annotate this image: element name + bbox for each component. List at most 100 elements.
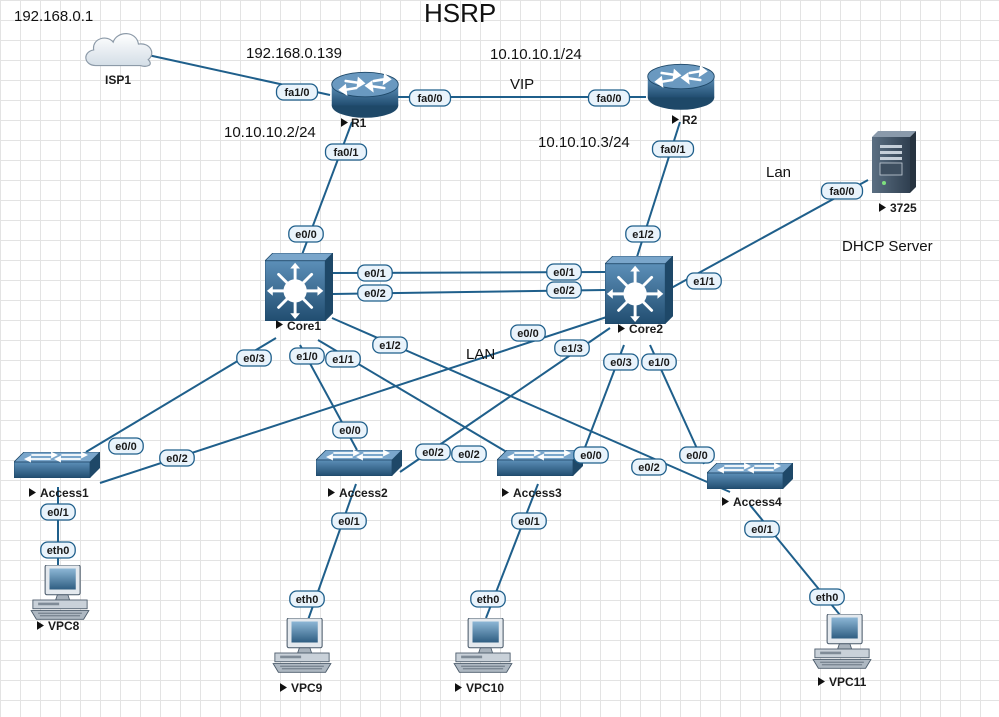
play-arrow-icon bbox=[280, 683, 287, 692]
port-label-core1-access2-access2: e0/0 bbox=[332, 421, 368, 439]
port-label-text: eth0 bbox=[816, 592, 839, 604]
vip-label: VIP bbox=[510, 76, 534, 93]
switch-icon bbox=[316, 450, 402, 476]
port-label-box bbox=[159, 449, 195, 467]
port-label-access2-vpc9-vpc9: eth0 bbox=[289, 590, 325, 608]
port-label-box bbox=[470, 590, 506, 608]
r1-inside-ip-annotation: 10.10.10.2/24 bbox=[224, 124, 316, 141]
diagram-title: HSRP bbox=[424, 0, 496, 28]
port-label-r2-core2-r2: fa0/1 bbox=[651, 140, 695, 158]
port-label-access1-vpc8-access1: e0/1 bbox=[40, 503, 76, 521]
port-label-box bbox=[288, 225, 324, 243]
dhcp-server-label: DHCP Server bbox=[842, 238, 933, 255]
port-label-box bbox=[236, 349, 272, 367]
port-label-text: fa0/1 bbox=[660, 144, 685, 156]
port-label-core2-server-server: fa0/0 bbox=[820, 182, 864, 200]
port-label-core2-access2-core2: e1/3 bbox=[554, 339, 590, 357]
port-label-box bbox=[108, 437, 144, 455]
port-label-box bbox=[40, 503, 76, 521]
port-label-box bbox=[40, 541, 76, 559]
core1-label: Core1 bbox=[287, 319, 321, 333]
port-label-box bbox=[641, 353, 677, 371]
port-label-r1-r2-r2: fa0/0 bbox=[587, 89, 631, 107]
device-vpc11[interactable]: VPC11 bbox=[812, 614, 872, 689]
port-label-box bbox=[651, 140, 695, 158]
port-label-text: fa0/1 bbox=[333, 147, 358, 159]
port-label-core1-access1-core1: e0/3 bbox=[236, 349, 272, 367]
device-access1[interactable]: Access1 bbox=[14, 452, 100, 500]
switch-icon bbox=[707, 463, 793, 489]
device-access2[interactable]: Access2 bbox=[316, 450, 402, 500]
port-label-core-link2-core1: e0/2 bbox=[357, 284, 393, 302]
port-label-text: e0/1 bbox=[553, 267, 574, 279]
device-vpc8[interactable]: VPC8 bbox=[30, 565, 90, 633]
port-label-access4-vpc11-vpc11: eth0 bbox=[809, 588, 845, 606]
port-label-text: e1/1 bbox=[332, 354, 353, 366]
port-label-text: e0/1 bbox=[338, 516, 359, 528]
port-label-core1-access4-access4: e0/2 bbox=[631, 458, 667, 476]
device-r2[interactable]: R2 bbox=[646, 62, 716, 127]
port-label-box bbox=[603, 353, 639, 371]
port-label-text: e0/2 bbox=[638, 462, 659, 474]
port-label-core1-access4-core1: e1/2 bbox=[372, 336, 408, 354]
port-label-text: e1/0 bbox=[296, 351, 317, 363]
cloud-icon bbox=[85, 33, 153, 67]
device-core1[interactable]: Core1 bbox=[265, 253, 333, 333]
device-core2[interactable]: Core2 bbox=[605, 256, 673, 336]
device-vpc10[interactable]: VPC10 bbox=[453, 618, 513, 695]
port-label-text: e0/0 bbox=[580, 450, 601, 462]
device-access3[interactable]: Access3 bbox=[497, 450, 583, 500]
port-label-box bbox=[332, 421, 368, 439]
port-label-core1-access1-access1: e0/0 bbox=[108, 437, 144, 455]
play-arrow-icon bbox=[455, 683, 462, 692]
play-arrow-icon bbox=[328, 488, 335, 497]
port-label-box bbox=[686, 272, 722, 290]
port-label-box bbox=[809, 588, 845, 606]
device-dhcp-server[interactable]: 3725 bbox=[872, 131, 917, 215]
port-label-box bbox=[546, 281, 582, 299]
port-label-box bbox=[408, 89, 452, 107]
port-label-core2-access2-access2: e0/2 bbox=[415, 443, 451, 461]
port-label-text: eth0 bbox=[296, 594, 319, 606]
device-vpc9[interactable]: VPC9 bbox=[272, 618, 332, 695]
port-label-text: eth0 bbox=[47, 545, 70, 557]
port-label-text: e0/0 bbox=[339, 425, 360, 437]
device-access4[interactable]: Access4 bbox=[707, 463, 793, 509]
port-label-r1-core1-r1: fa0/1 bbox=[324, 143, 368, 161]
port-label-box bbox=[573, 446, 609, 464]
pc-icon bbox=[812, 614, 872, 669]
port-label-text: e0/2 bbox=[422, 447, 443, 459]
port-label-access1-vpc8-vpc8: eth0 bbox=[40, 541, 76, 559]
port-label-text: e0/2 bbox=[364, 288, 385, 300]
port-label-box bbox=[546, 263, 582, 281]
port-label-box bbox=[357, 284, 393, 302]
port-label-box bbox=[631, 458, 667, 476]
port-label-text: fa0/0 bbox=[829, 186, 854, 198]
port-label-core2-access3-access3: e0/0 bbox=[573, 446, 609, 464]
port-label-text: e0/2 bbox=[458, 449, 479, 461]
lan-lower-label: LAN bbox=[466, 346, 495, 363]
r1-outside-ip-annotation: 192.168.0.139 bbox=[246, 45, 342, 62]
port-label-core2-access4-access4: e0/0 bbox=[679, 446, 715, 464]
device-r1[interactable]: R1 bbox=[330, 70, 400, 130]
port-label-text: fa1/0 bbox=[284, 87, 309, 99]
server-icon bbox=[872, 131, 916, 193]
play-arrow-icon bbox=[502, 488, 509, 497]
device-isp1[interactable]: ISP1 bbox=[85, 33, 153, 87]
play-arrow-icon bbox=[722, 497, 729, 506]
port-label-box bbox=[289, 590, 325, 608]
port-label-text: e1/1 bbox=[693, 276, 714, 288]
access2-label: Access2 bbox=[339, 486, 388, 500]
port-labels: fa1/0 fa0/0 fa0/0 fa0/1 e0/0 fa0/1 e1/2 e0/1 e0/… bbox=[40, 83, 864, 608]
port-label-box bbox=[451, 445, 487, 463]
port-label-core1-access3-access3: e0/2 bbox=[451, 445, 487, 463]
port-label-text: e1/0 bbox=[648, 357, 669, 369]
port-label-access4-vpc11-access4: e0/1 bbox=[744, 520, 780, 538]
play-arrow-icon bbox=[879, 203, 886, 212]
access3-label: Access3 bbox=[513, 486, 562, 500]
isp-ip-annotation: 192.168.0.1 bbox=[14, 8, 93, 25]
pc-icon bbox=[272, 618, 332, 673]
port-label-box bbox=[820, 182, 864, 200]
port-label-access3-vpc10-vpc10: eth0 bbox=[470, 590, 506, 608]
